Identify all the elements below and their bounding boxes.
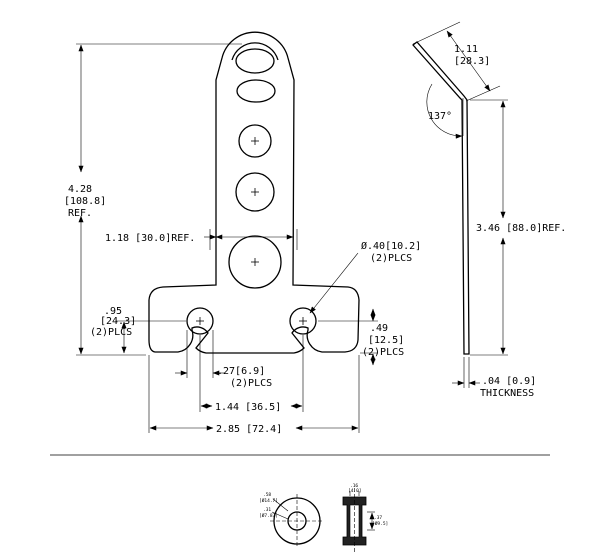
slot-width-value: .27[6.9] — [217, 366, 265, 377]
bend-angle-arc — [426, 83, 463, 139]
tab-length-metric: [28.3] — [454, 56, 490, 67]
grommet-top-value: .16 — [350, 483, 358, 489]
height-dim-value: 4.28 — [68, 184, 92, 195]
tab-slot-lower — [236, 79, 276, 103]
center-marks — [196, 137, 307, 325]
grommet-id-value: .31 — [263, 507, 271, 513]
grommet-od-metric: [Ø14.7] — [259, 497, 278, 504]
hole-1 — [238, 124, 272, 158]
height-dim-metric: [108.8] — [64, 196, 106, 207]
grommet-section — [342, 488, 367, 553]
tab-length-value: 1.11 — [454, 44, 478, 55]
bend-angle-label: 137° — [428, 111, 452, 122]
slot-offset-plcs: (2)PLCS — [362, 347, 404, 358]
front-view: 4.28 [108.8] REF. 1.18 [30.0]REF. Ø.40[1… — [64, 31, 421, 435]
slot-holes — [186, 307, 317, 335]
thickness-label: THICKNESS — [480, 388, 534, 399]
side-view: 1.11 [28.3] 137° 3.46 [88.0]REF. .04 [0.… — [412, 21, 566, 399]
slot-height-value: .95 — [104, 306, 122, 317]
neck-width-dim-label: 1.18 [30.0]REF. — [105, 233, 195, 244]
tab-slots — [235, 48, 276, 103]
hole-spacing-label: 1.44 [36.5] — [215, 402, 281, 413]
slot-hole-left — [186, 307, 214, 335]
tab-length-dim-line — [446, 30, 491, 92]
grommet-detail: .58 [Ø14.7] .31 [Ø7.87] .16 [4.0] .37 [Ø… — [259, 483, 388, 553]
length-dim-label: 3.46 [88.0]REF. — [476, 223, 566, 234]
hole-dia-value: Ø.40[10.2] — [361, 240, 421, 252]
thickness-value: .04 [0.9] — [482, 376, 536, 387]
hole-2 — [235, 172, 275, 212]
part-outline — [148, 31, 360, 354]
grommet-id-metric: [Ø7.87] — [259, 512, 278, 519]
grommet-side-value: .37 — [374, 515, 382, 521]
grommet-side-metric: [Ø9.5] — [372, 520, 388, 527]
slot-offset-value: .49 — [370, 323, 388, 334]
tab-slot-upper — [235, 48, 275, 74]
slot-height-plcs: (2)PLCS — [90, 327, 132, 338]
hole-dia-leader — [309, 252, 359, 314]
slot-offset-metric: [12.5] — [368, 335, 404, 346]
side-profile — [412, 41, 470, 355]
top-ring — [231, 42, 279, 61]
height-dim-ref: REF. — [68, 208, 92, 219]
grommet-top-metric: [4.0] — [348, 488, 362, 494]
hole-dia-plcs: (2)PLCS — [370, 253, 412, 264]
overall-width-label: 2.85 [72.4] — [216, 424, 282, 435]
slot-height-metric: [24.3] — [100, 316, 136, 327]
slot-hole-right — [289, 307, 317, 335]
slot-width-plcs: (2)PLCS — [230, 378, 272, 389]
grommet-od-value: .58 — [263, 492, 271, 498]
